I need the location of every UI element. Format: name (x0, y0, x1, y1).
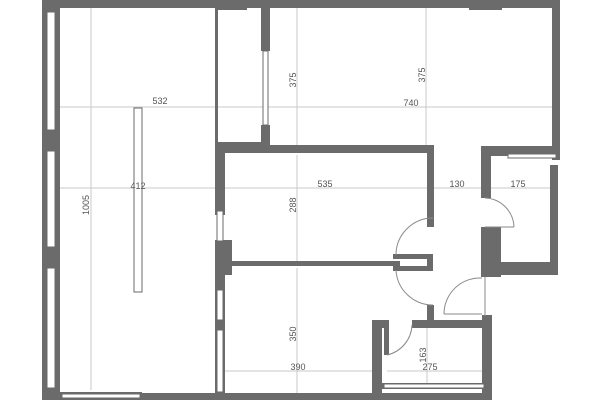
window-bottom (61, 393, 141, 399)
label-bedroom-height: 288 (288, 197, 298, 212)
window-left-1 (46, 11, 56, 131)
label-hall-width: 130 (449, 179, 464, 189)
window-bath (507, 153, 557, 159)
door-lower-arc (395, 269, 434, 306)
window-left-2 (46, 150, 56, 248)
windows (46, 11, 557, 399)
label-top-height-right: 375 (417, 67, 427, 82)
label-lower-height: 350 (288, 326, 298, 341)
label-living-width: 532 (152, 96, 167, 106)
label-living-partition: 412 (130, 181, 145, 191)
window-inner-lower-2 (216, 329, 224, 393)
label-wc-width: 275 (422, 362, 437, 372)
label-bedroom-width: 535 (317, 179, 332, 189)
label-top-width: 740 (403, 98, 418, 108)
label-top-height-left: 375 (288, 72, 298, 87)
window-left-3 (46, 267, 56, 389)
window-inner-bedroom (216, 210, 224, 242)
label-lower-width: 390 (290, 362, 305, 372)
door-hall-arc (443, 277, 483, 315)
door-bath-arc (484, 197, 515, 228)
window-inner-top (262, 50, 269, 126)
window-wc (383, 383, 485, 389)
label-wc-height: 163 (418, 347, 428, 362)
label-living-height: 1005 (81, 195, 91, 215)
door-bedroom-arc (395, 217, 434, 256)
door-wc-arc (386, 324, 413, 356)
label-bath-width: 175 (510, 179, 525, 189)
window-inner-lower-1 (216, 289, 224, 321)
walls (42, 0, 560, 400)
dimension-labels: 532 412 1005 375 375 740 535 288 130 175… (81, 67, 526, 372)
doors (386, 197, 515, 356)
partition-panel (133, 107, 143, 293)
